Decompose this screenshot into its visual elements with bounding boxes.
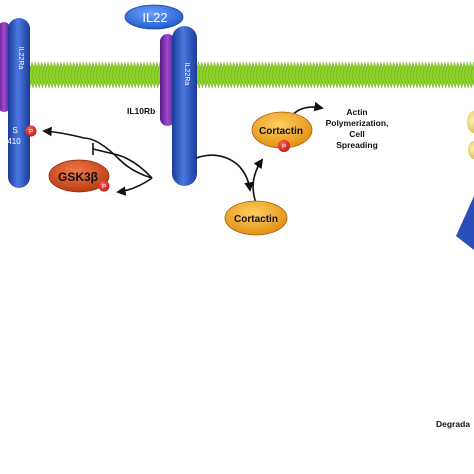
actin-outcome-label: Actin Polymerization, Cell Spreading — [326, 107, 389, 150]
il22ra-left-receptor: IL22Ra S 410 P — [0, 18, 37, 188]
arrow-to-lower-cortactin — [195, 154, 254, 192]
cortactin-phospho-badge — [278, 140, 290, 152]
il22ra-left-label: IL22Ra — [17, 47, 24, 70]
cortactin-bottom-label: Cortactin — [234, 214, 278, 225]
actin-line-1: Actin — [346, 107, 367, 117]
gsk3b-phospho-badge — [98, 180, 110, 192]
il22ra-center-blue-segment — [172, 26, 197, 186]
yellow-fragment-top — [467, 111, 474, 133]
il22-ligand: IL22 — [124, 4, 184, 30]
s410-number-label: 410 — [7, 137, 21, 146]
membrane-blade — [470, 61, 474, 87]
gsk3b-ellipse — [48, 159, 110, 193]
il10rb-label: IL10Rb — [127, 106, 155, 116]
gsk3b-phospho-p: P — [102, 185, 106, 191]
il22-label: IL22 — [142, 10, 167, 25]
actin-line-2: Polymerization, — [326, 118, 389, 128]
degradation-label: Degrada — [436, 419, 470, 429]
il22-ellipse — [124, 4, 184, 30]
arrow-to-gsk3b — [116, 177, 153, 196]
gsk3b-node: GSK3β P — [48, 159, 110, 193]
cortactin-top-label: Cortactin — [259, 126, 303, 137]
arrow-to-s410 — [42, 126, 153, 179]
il22ra-left-blue-segment — [8, 18, 30, 188]
il10rb-purple-segment — [160, 34, 175, 126]
yellow-fragment-bottom — [468, 141, 474, 159]
s410-s-label: S — [12, 126, 17, 135]
arrow-cortactin-to-phospho — [252, 158, 264, 204]
il22ra-center-label: IL22Ra — [183, 63, 190, 86]
actin-line-3: Cell — [349, 129, 365, 139]
cortactin-bottom-ellipse — [224, 200, 288, 236]
cortactin-node: Cortactin — [224, 200, 288, 236]
cell-membrane — [0, 61, 474, 89]
phospho-s410-badge — [25, 125, 37, 137]
blue-fragment — [456, 196, 474, 250]
degradation-fragment: Degrada — [436, 111, 474, 429]
gsk3b-label: GSK3β — [58, 170, 98, 184]
phospho-s410-p: P — [29, 130, 33, 136]
actin-line-4: Spreading — [336, 140, 378, 150]
cortactin-phosphorylated-node: Cortactin P — [251, 111, 313, 152]
il22ra-left-purple-segment — [0, 22, 10, 112]
inhibition-line-gsk3b — [92, 148, 153, 179]
il22ra-il10rb-receptor-complex: IL22Ra IL10Rb — [127, 26, 197, 186]
cortactin-phospho-p: P — [282, 145, 286, 151]
